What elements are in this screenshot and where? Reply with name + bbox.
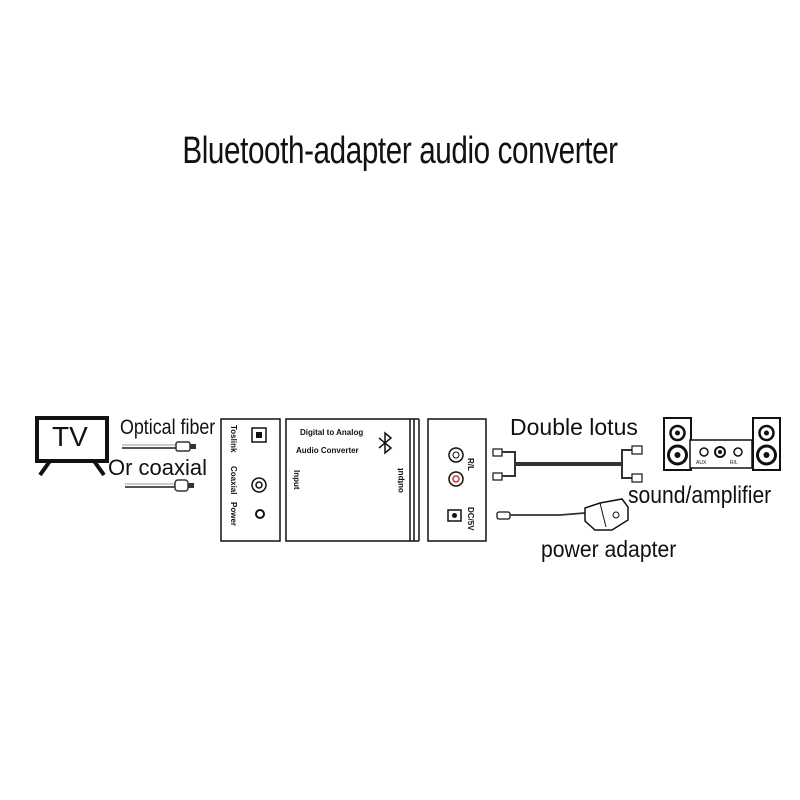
toslink-port-icon xyxy=(251,427,267,443)
rca-right-port-icon xyxy=(448,447,464,463)
power-port-label: Power xyxy=(229,502,238,527)
tv-label: TV xyxy=(52,421,88,452)
coaxial-port-label: Coaxial xyxy=(229,466,238,495)
dc-label: DC/5V xyxy=(466,507,475,531)
input-side-label: Input xyxy=(292,470,301,490)
speaker-right-icon xyxy=(752,417,781,471)
coaxial-port-icon xyxy=(251,477,267,493)
amp-rl-label: R/L xyxy=(730,460,738,466)
bluetooth-icon xyxy=(378,431,393,455)
coaxial-label: Or coaxial xyxy=(108,455,208,480)
amplifier-icon xyxy=(689,439,753,469)
double-lotus-cable-icon xyxy=(492,445,643,483)
diagram-title: Bluetooth-adapter audio converter xyxy=(182,130,618,172)
converter-line1: Digital to Analog xyxy=(300,428,364,437)
input-panel xyxy=(220,418,281,542)
coaxial-cable-icon xyxy=(125,479,194,492)
optical-cable-icon xyxy=(122,441,196,452)
optical-fiber-label: Optical fiber xyxy=(120,416,216,439)
power-adapter-icon xyxy=(496,498,629,531)
amp-aux-label: AUX xyxy=(696,460,707,466)
output-side-label: output xyxy=(396,468,405,493)
double-lotus-label: Double lotus xyxy=(510,414,638,440)
sound-amplifier-label: sound/amplifier xyxy=(628,482,772,509)
speaker-left-icon xyxy=(663,417,692,471)
power-port-icon xyxy=(255,509,265,519)
dc-port-icon xyxy=(447,509,462,522)
rca-left-port-icon xyxy=(448,471,464,487)
converter-line2: Audio Converter xyxy=(296,446,359,455)
toslink-label: Toslink xyxy=(229,425,238,453)
power-adapter-label: power adapter xyxy=(541,536,677,562)
tv-icon xyxy=(35,416,109,477)
converter-box xyxy=(285,418,420,542)
rl-label: R/L xyxy=(466,458,475,471)
output-panel xyxy=(427,418,487,542)
